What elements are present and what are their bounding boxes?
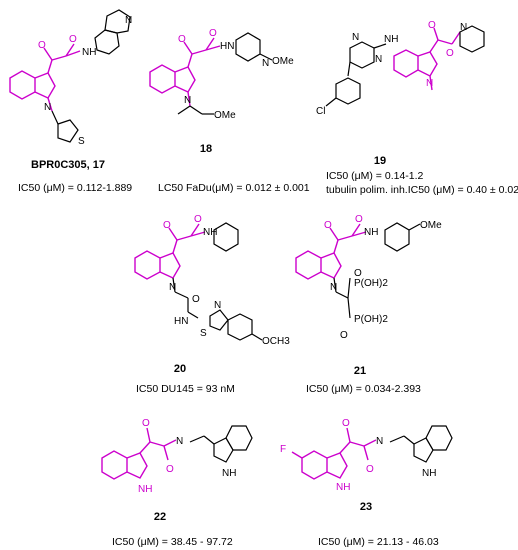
atom-NH: NH	[203, 227, 217, 238]
atom-OMe: OMe	[272, 56, 294, 67]
atom-O: O	[366, 464, 374, 475]
atom-S: S	[200, 328, 207, 339]
atom-OCH3: OCH3	[262, 336, 290, 347]
structure-18	[149, 32, 273, 115]
atom-NH: NH	[138, 484, 152, 495]
atom-NH: HN	[220, 41, 234, 52]
atom-F: F	[280, 444, 286, 455]
atom-N: N	[330, 282, 337, 293]
atom-N: N	[460, 22, 467, 33]
structure-17	[9, 9, 131, 143]
compound-id: 20	[174, 363, 186, 375]
atom-O: O	[354, 268, 362, 279]
atom-N: N	[184, 95, 191, 106]
atom-S: S	[78, 136, 85, 147]
atom-O: O	[428, 20, 436, 31]
atom-N: N	[426, 78, 433, 89]
atom-Cl: Cl	[316, 106, 325, 117]
atom-phosphonate: P(OH)2	[354, 278, 388, 289]
atom-O: O	[194, 214, 202, 225]
compound-id: 19	[374, 155, 386, 167]
atom-NH: HN	[174, 316, 188, 327]
atom-NH: NH	[336, 482, 350, 493]
structure-21	[295, 222, 421, 319]
activity-value: IC50 (μM) = 0.034-2.393	[306, 383, 421, 395]
activity-value: tubulin polim. inh.IC50 (μM) = 0.40 ± 0.…	[326, 184, 518, 196]
atom-O: O	[446, 48, 454, 59]
atom-NH: NH	[422, 468, 436, 479]
structure-19	[325, 25, 485, 107]
compound-id: 21	[354, 365, 366, 377]
atom-N: N	[214, 300, 221, 311]
compound-id: 18	[200, 143, 212, 155]
atom-N: N	[44, 102, 51, 113]
atom-N: N	[169, 282, 176, 293]
structure-20	[134, 222, 263, 341]
atom-N: N	[262, 58, 269, 69]
atom-O: O	[342, 418, 350, 429]
atom-O: O	[355, 214, 363, 225]
atom-N: N	[176, 436, 183, 447]
atom-O: O	[178, 34, 186, 45]
atom-N: N	[125, 15, 132, 26]
activity-value: IC50 DU145 = 93 nM	[136, 383, 235, 395]
activity-value: IC50 (μM) = 0.14-1.2	[326, 170, 424, 182]
atom-OMe: OMe	[214, 110, 236, 121]
activity-value: IC50 (μM) = 38.45 - 97.72	[112, 536, 233, 548]
atom-O: O	[69, 34, 77, 45]
structure-23	[291, 425, 453, 480]
activity-value: LC50 FaDu(μM) = 0.012 ± 0.001	[158, 182, 310, 194]
atom-NH: NH	[222, 468, 236, 479]
structure-22	[101, 425, 253, 480]
atom-O: O	[163, 220, 171, 231]
atom-O: O	[324, 220, 332, 231]
atom-O: O	[142, 418, 150, 429]
compound-id: 23	[360, 501, 372, 513]
atom-O: O	[340, 330, 348, 341]
atom-N: N	[375, 54, 382, 65]
atom-N: N	[376, 436, 383, 447]
compound-id: BPR0C305, 17	[31, 159, 105, 171]
activity-value: IC50 (μM) = 0.112-1.889	[18, 182, 132, 194]
activity-value: IC50 (μM) = 21.13 - 46.03	[318, 536, 439, 548]
atom-OMe: OMe	[420, 220, 442, 231]
atom-phosphonate: P(OH)2	[354, 314, 388, 325]
atom-NH: NH	[82, 47, 96, 58]
atom-O: O	[166, 464, 174, 475]
compound-id: 22	[154, 511, 166, 523]
atom-O: O	[192, 294, 200, 305]
atom-O: O	[209, 28, 217, 39]
atom-O: O	[38, 40, 46, 51]
atom-NH: NH	[364, 227, 378, 238]
atom-N: N	[352, 32, 359, 43]
atom-NH: NH	[384, 34, 398, 45]
